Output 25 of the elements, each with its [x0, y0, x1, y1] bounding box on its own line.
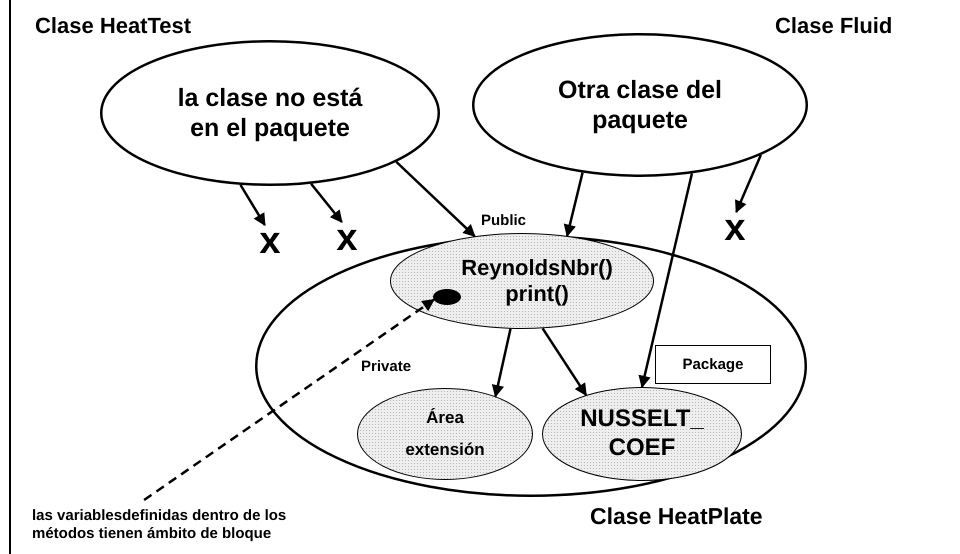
- note-text: las variablesdefinidas dentro de los métodos tienen ámbito de bloque: [32, 507, 288, 543]
- node-text: Otra clase del paquete: [557, 75, 723, 135]
- arrow: [310, 183, 343, 223]
- node-text: Package: [682, 356, 744, 374]
- node-text: la clase no está en el paquete: [176, 83, 364, 143]
- arrow: [239, 184, 266, 226]
- dashed-arrow: [143, 298, 435, 502]
- node-text: Área extensión: [404, 406, 486, 461]
- class-title: Clase Fluid: [775, 16, 892, 36]
- arrow: [564, 172, 584, 238]
- node-text: print(): [505, 281, 569, 308]
- access-label: Public: [481, 212, 526, 230]
- node-text: NUSSELT_ COEF: [579, 405, 705, 463]
- access-label: Private: [361, 358, 412, 376]
- arrow: [638, 173, 694, 388]
- arrow: [395, 160, 476, 238]
- arrow: [735, 154, 762, 214]
- cross-mark: x: [259, 224, 281, 258]
- arrow: [492, 328, 512, 398]
- cross-mark: x: [336, 222, 358, 254]
- cross-mark: x: [724, 212, 746, 244]
- node-text: ReynoldsNbr(): [461, 254, 613, 281]
- arrow: [542, 328, 588, 396]
- class-title: Clase HeatTest: [35, 16, 192, 36]
- class-title: Clase HeatPlate: [590, 503, 763, 531]
